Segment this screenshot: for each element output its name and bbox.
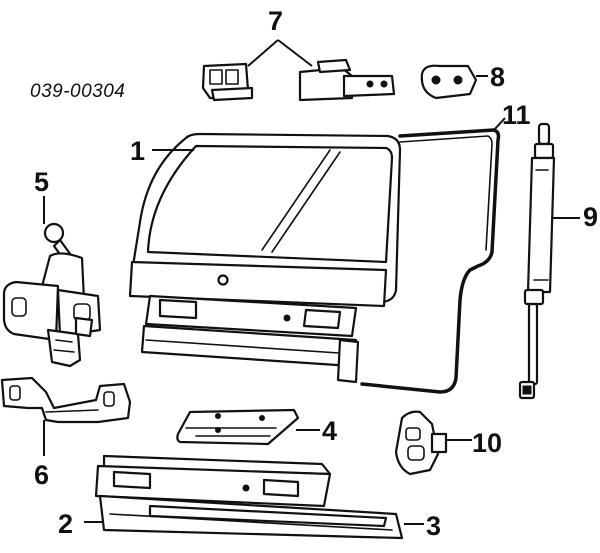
reference-code: 039-00304 [30, 81, 125, 102]
callout-2: 2 [58, 509, 73, 539]
part-6-striker [0, 376, 132, 456]
callout-8: 8 [490, 62, 505, 92]
part-7-hinges [201, 39, 396, 102]
callout-1: 1 [130, 136, 145, 166]
part-2-3-lower-panel [84, 454, 424, 540]
callout-5: 5 [34, 167, 49, 197]
callout-4: 4 [322, 416, 337, 446]
part-4-bracket [176, 408, 320, 446]
callout-6: 6 [34, 460, 49, 490]
callout-3: 3 [426, 511, 441, 541]
callout-11: 11 [502, 100, 531, 130]
callout-10: 10 [472, 428, 502, 458]
part-5-latch [2, 196, 102, 368]
part-11-weatherstrip [360, 117, 506, 394]
callout-7: 7 [268, 6, 283, 36]
part-10-hinge [394, 410, 472, 476]
part-1-liftgate [128, 132, 402, 384]
part-8-bracket [420, 64, 488, 100]
part-9-gas-strut [518, 122, 580, 400]
callout-9: 9 [583, 202, 598, 232]
